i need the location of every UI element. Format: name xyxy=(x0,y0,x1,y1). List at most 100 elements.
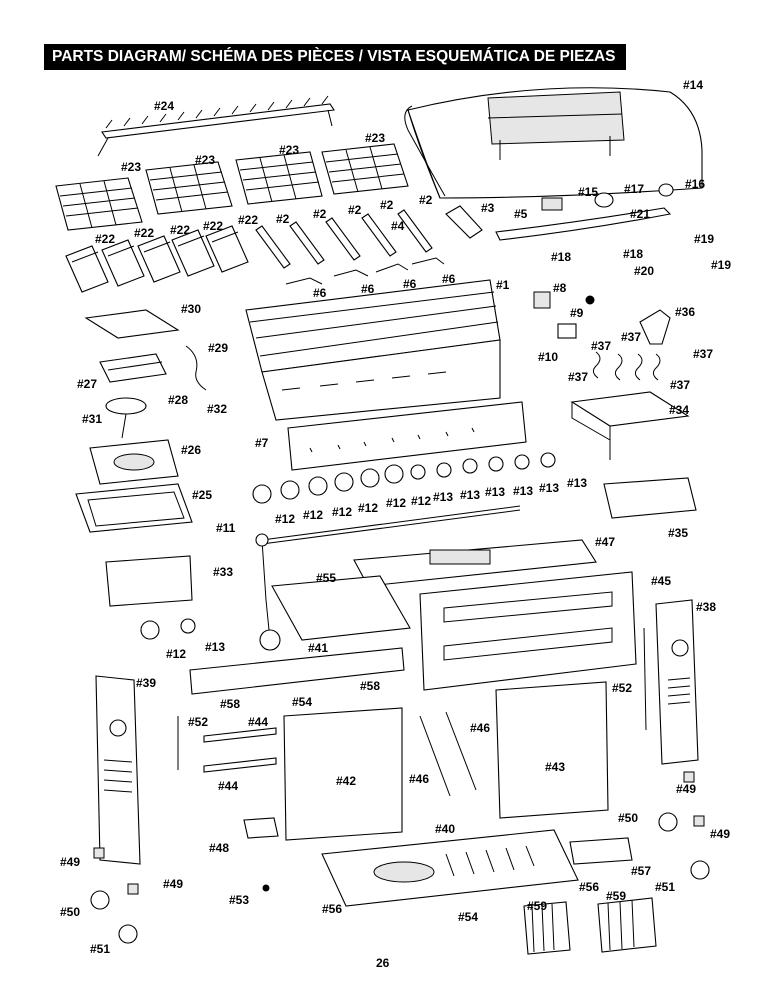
right-side-panel xyxy=(655,599,699,765)
left-door xyxy=(283,707,403,841)
part-label: #22 xyxy=(170,223,191,237)
part-label: #6 xyxy=(403,277,417,291)
bracket xyxy=(557,323,577,339)
part-label: #2 xyxy=(380,198,394,212)
part-label: #22 xyxy=(203,219,224,233)
part-label: #22 xyxy=(134,226,155,240)
part-label: #53 xyxy=(229,893,250,907)
part-label: #21 xyxy=(630,207,651,221)
part-label: #48 xyxy=(209,841,230,855)
part-label: #38 xyxy=(696,600,717,614)
header-bar xyxy=(44,44,626,70)
part-label: #55 xyxy=(316,571,337,585)
part-label: #50 xyxy=(618,811,639,825)
part-label: #23 xyxy=(365,131,386,145)
part-label: #32 xyxy=(207,402,228,416)
flame-tamers xyxy=(65,225,249,293)
side-burner xyxy=(105,397,147,415)
support-rack xyxy=(99,353,167,383)
part-label: #51 xyxy=(90,942,111,956)
part-label: #6 xyxy=(442,272,456,286)
left-side-panel xyxy=(95,675,141,865)
part-label: #40 xyxy=(435,822,456,836)
part-label: #46 xyxy=(409,772,430,786)
part-label: #14 xyxy=(683,78,704,92)
side-burner-pipe xyxy=(639,309,671,345)
part-label: #2 xyxy=(348,203,362,217)
part-label: #7 xyxy=(255,436,269,450)
part-label: #54 xyxy=(458,910,479,924)
part-label: #4 xyxy=(391,219,405,233)
part-label: #30 xyxy=(181,302,202,316)
page-number: 26 xyxy=(376,956,390,970)
part-label: #17 xyxy=(624,182,645,196)
part-label: #29 xyxy=(208,341,229,355)
caster-right xyxy=(658,812,678,832)
part-label: #49 xyxy=(676,782,697,796)
part-label: #16 xyxy=(685,177,706,191)
side-panel-front xyxy=(105,555,193,607)
part-label: #49 xyxy=(163,877,184,891)
part-label: #2 xyxy=(313,207,327,221)
part-label: #37 xyxy=(621,330,642,344)
part-label: #12 xyxy=(275,512,296,526)
bottom-shelf xyxy=(321,829,579,907)
part-label: #12 xyxy=(358,501,379,515)
part-label: #13 xyxy=(460,488,481,502)
part-label: #2 xyxy=(419,193,433,207)
wire xyxy=(185,345,207,391)
part-label: #5 xyxy=(514,207,528,221)
part-label: #23 xyxy=(195,153,216,167)
part-label: #19 xyxy=(711,258,732,272)
part-label: #2 xyxy=(276,212,290,226)
part-label: #22 xyxy=(95,232,116,246)
drawer-tray xyxy=(569,837,633,865)
part-label: #59 xyxy=(606,889,627,903)
side-shelf xyxy=(570,391,690,427)
right-door xyxy=(495,681,609,819)
page-title: PARTS DIAGRAM/ SCHÉMA DES PIÈCES / VISTA… xyxy=(52,48,616,65)
control-panel xyxy=(287,401,527,471)
part-label: #13 xyxy=(539,481,560,495)
part-label: #43 xyxy=(545,760,566,774)
door-rods xyxy=(177,627,647,797)
part-label: #45 xyxy=(651,574,672,588)
part-label: #39 xyxy=(136,676,157,690)
part-label: #12 xyxy=(332,505,353,519)
foot xyxy=(93,847,105,859)
part-label: #50 xyxy=(60,905,81,919)
control-knobs xyxy=(140,452,556,640)
part-label: #49 xyxy=(60,855,81,869)
part-label: #52 xyxy=(188,715,209,729)
part-label: #54 xyxy=(292,695,313,709)
part-label: #10 xyxy=(538,350,559,364)
part-label: #13 xyxy=(205,640,226,654)
part-label: #8 xyxy=(553,281,567,295)
igniter-button xyxy=(585,295,595,305)
part-label: #25 xyxy=(192,488,213,502)
regulator xyxy=(259,629,281,651)
part-label: #22 xyxy=(238,213,259,227)
part-label: #51 xyxy=(655,880,676,894)
firebox xyxy=(245,279,501,421)
part-label: #33 xyxy=(213,565,234,579)
heat-shield xyxy=(271,575,411,641)
part-label: #56 xyxy=(322,902,343,916)
caster-left-2 xyxy=(118,924,138,944)
part-label: #12 xyxy=(166,647,187,661)
tray-small xyxy=(243,817,279,839)
part-label: #59 xyxy=(527,899,548,913)
part-label: #12 xyxy=(411,494,432,508)
back-panel xyxy=(419,571,637,691)
grill-lid xyxy=(404,87,703,199)
part-label: #1 xyxy=(496,278,510,292)
part-label: #15 xyxy=(578,185,599,199)
handle-cap xyxy=(658,183,674,197)
part-label: #24 xyxy=(154,99,175,113)
caster-left xyxy=(90,890,110,910)
thermometer xyxy=(594,192,614,208)
part-label: #18 xyxy=(623,247,644,261)
part-label: #35 xyxy=(668,526,689,540)
part-label: #31 xyxy=(82,412,103,426)
